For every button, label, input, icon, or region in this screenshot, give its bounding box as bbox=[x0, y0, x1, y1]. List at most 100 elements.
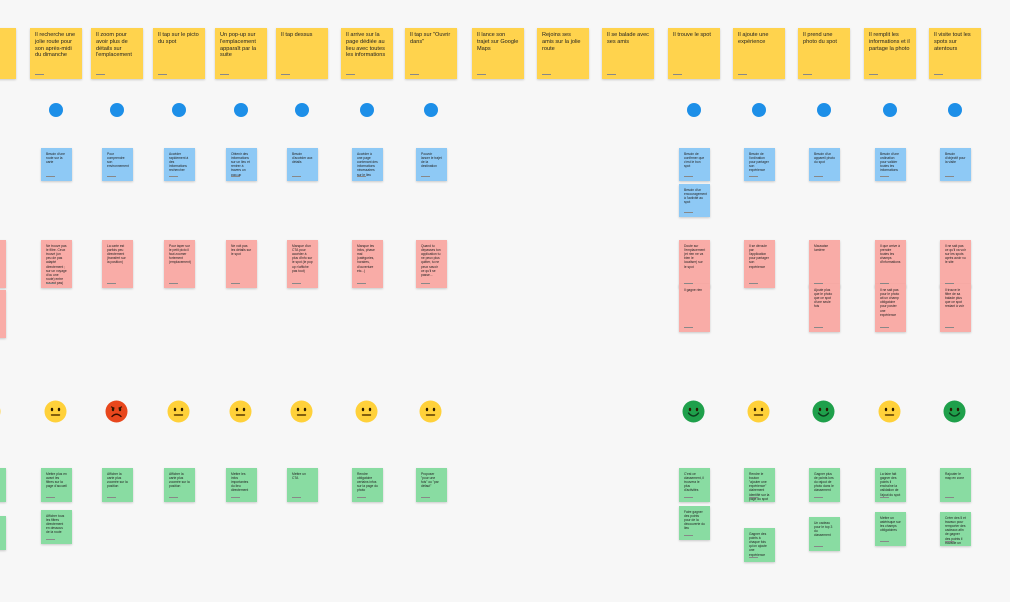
idea-note[interactable]: Proposer "pour une fois" ou "par défaut" bbox=[416, 468, 447, 502]
step-note-text: Un pop-up sur l'emplacement apparaît par… bbox=[220, 32, 257, 59]
note-author-line bbox=[158, 74, 167, 75]
idea-note-text: Gagner des points à chaque fois qu'on aj… bbox=[749, 532, 767, 557]
step-note[interactable]: Il zoom pour avoir plus de détails sur l… bbox=[91, 28, 143, 79]
step-note[interactable]: Il se balade avec ses amis bbox=[602, 28, 654, 79]
idea-note-text: Afficher la carte plus zoomée sur la pos… bbox=[169, 472, 190, 489]
pain-note[interactable]: Manque les infos, phase mal (catégories,… bbox=[352, 240, 383, 288]
pain-note[interactable]: Pour taper sur le petit picto il faut zo… bbox=[164, 240, 195, 288]
idea-note[interactable]: Mettre un astérisque sur les champs obli… bbox=[875, 512, 906, 546]
need-note[interactable]: Obtenir des informations sur un lieu et … bbox=[226, 148, 257, 181]
note-author-line bbox=[169, 497, 178, 498]
pain-note[interactable]: Mauvaise lumière bbox=[809, 240, 840, 288]
pain-note[interactable]: Manque d'un CTA pour accéder à plus d'in… bbox=[287, 240, 318, 288]
note-author-line bbox=[749, 497, 758, 498]
need-note[interactable]: Besoin d'une ordination pour valider tou… bbox=[875, 148, 906, 181]
pain-note[interactable]: La carte est parfois peu directement (tr… bbox=[102, 240, 133, 288]
need-note[interactable]: Besoin de l'ordination pour partager son… bbox=[744, 148, 775, 181]
pain-note[interactable]: Il trouve le filtre de sa balade plus qu… bbox=[940, 284, 971, 332]
need-note[interactable]: Pouvoir lancer le trajet de la destinati… bbox=[416, 148, 447, 181]
step-note[interactable]: Il tap sur le picto du spot bbox=[153, 28, 205, 79]
idea-note-text: Afficher tous les filtres directement en… bbox=[46, 514, 65, 535]
idea-note[interactable]: Rendre le bouton "ajouter une expérience… bbox=[744, 468, 775, 502]
pain-note[interactable]: Doute sur l'emplacement (et rien ne va b… bbox=[679, 240, 710, 288]
idea-note[interactable]: La faire fait gagner des points il encha… bbox=[875, 468, 906, 502]
step-note-text: Il arrive sur la page dédiée au lieu ave… bbox=[346, 32, 386, 59]
idea-note[interactable]: Mettre plus en avant les filtres sur la … bbox=[41, 468, 72, 502]
idea-note[interactable]: Afficher... bbox=[0, 516, 6, 550]
pain-note[interactable]: Il se déroule par l'application pour par… bbox=[744, 240, 775, 288]
note-author-line bbox=[96, 74, 105, 75]
need-note-text: Accéder rapidement à des informations re… bbox=[169, 152, 189, 173]
need-note[interactable]: Pour comprendre son environnement bbox=[102, 148, 133, 181]
step-note[interactable]: Il remplit les informations et il partag… bbox=[864, 28, 916, 79]
idea-note[interactable]: Rendre obligatoire certains infos sur la… bbox=[352, 468, 383, 502]
pain-note[interactable]: Quand tu dépasses ton application tu ne … bbox=[416, 240, 447, 288]
need-note[interactable]: Accéder à une page contenant des informa… bbox=[352, 148, 383, 181]
step-note[interactable]: Rejoins ses amis sur la jolie route bbox=[537, 28, 589, 79]
note-author-line bbox=[738, 74, 747, 75]
step-note[interactable]: Un pop-up sur l'emplacement apparaît par… bbox=[215, 28, 267, 79]
step-marker-dot bbox=[424, 103, 438, 117]
step-marker-dot bbox=[49, 103, 63, 117]
idea-note[interactable]: Mettre les infos importantes du lieu dir… bbox=[226, 468, 257, 502]
step-marker-dot bbox=[360, 103, 374, 117]
pain-note[interactable]: Il ne sait pas ce qu'il va voir sur les … bbox=[940, 240, 971, 288]
idea-note[interactable]: Afficher tous les filtres directement en… bbox=[41, 510, 72, 544]
step-note[interactable]: Il recherche une jolie route pour son ap… bbox=[30, 28, 82, 79]
note-author-line bbox=[749, 176, 758, 177]
need-note[interactable]: Accéder rapidement à des informations re… bbox=[164, 148, 195, 181]
step-note[interactable]: Il ajoute une expérience bbox=[733, 28, 785, 79]
idea-note[interactable]: Afficher la carte plus zoomée sur la pos… bbox=[102, 468, 133, 502]
note-author-line bbox=[945, 541, 954, 542]
idea-note[interactable]: Gagner des points à chaque fois qu'on aj… bbox=[744, 528, 775, 562]
pain-note-text: Quand tu dépasses ton application tu ne … bbox=[421, 244, 441, 277]
pain-note[interactable]: Il ne sait pas pour le photo ait un cham… bbox=[875, 284, 906, 332]
pain-note[interactable]: Ajoute plus que le photo que ce spot d'u… bbox=[809, 284, 840, 332]
need-note[interactable]: Besoin d'un appareil photo du spot bbox=[809, 148, 840, 181]
pain-note[interactable]: Ne trouve pas le filtre. Ceux trouvé (un… bbox=[41, 240, 72, 288]
step-note[interactable]: Il visite tout les spots sur atentours bbox=[929, 28, 981, 79]
step-note[interactable] bbox=[0, 28, 16, 79]
need-note-text: Besoin d'une route sur la carte bbox=[46, 152, 65, 165]
pain-note-text: Il ne trouve pas de... bbox=[0, 244, 1, 252]
need-note-text: Pour comprendre son environnement bbox=[107, 152, 129, 169]
step-note[interactable]: Il tap sur "Ouvrir dans" bbox=[405, 28, 457, 79]
pain-note[interactable]: Il a du mal... bbox=[0, 290, 6, 338]
pain-note[interactable]: Il gagne rien bbox=[679, 284, 710, 332]
idea-note[interactable]: Créer des 5 et travaux pour remporter de… bbox=[940, 512, 971, 546]
idea-note[interactable]: Afficher la carte plus zoomée sur la pos… bbox=[164, 468, 195, 502]
step-note[interactable]: Il arrive sur la page dédiée au lieu ave… bbox=[341, 28, 393, 79]
pain-note-text: Il ne sait pas ce qu'il va voir sur les … bbox=[945, 244, 966, 265]
step-note[interactable]: Il tap dessus bbox=[276, 28, 328, 79]
idea-note[interactable]: Rajouter le map en zone bbox=[940, 468, 971, 502]
need-note[interactable]: Besoin d'un encouragement à l'activité a… bbox=[679, 184, 710, 217]
need-note[interactable]: Besoin d'objectif pour la visite bbox=[940, 148, 971, 181]
note-author-line bbox=[169, 283, 178, 284]
note-author-line bbox=[880, 541, 889, 542]
note-author-line bbox=[231, 283, 240, 284]
need-note[interactable]: Besoin de confirmer que c'est le bon spo… bbox=[679, 148, 710, 181]
note-author-line bbox=[945, 497, 954, 498]
idea-note[interactable]: Gagner plus de points lors du rajout de … bbox=[809, 468, 840, 502]
pain-note[interactable]: Ne voit pas les détails sur le spot bbox=[226, 240, 257, 288]
idea-note[interactable]: Faire gagner des points pour de la décou… bbox=[679, 506, 710, 540]
need-note-text: Accéder à une page contenant des informa… bbox=[357, 152, 378, 177]
step-marker-dot bbox=[295, 103, 309, 117]
pain-note[interactable]: Il ne trouve pas de... bbox=[0, 240, 6, 288]
idea-note[interactable]: Un cadeau pour le top 3 du classement bbox=[809, 517, 840, 551]
note-author-line bbox=[814, 546, 823, 547]
step-note[interactable]: Il lance son trajet sur Google Maps bbox=[472, 28, 524, 79]
note-author-line bbox=[684, 176, 693, 177]
step-note[interactable]: Il prend une photo du spot bbox=[798, 28, 850, 79]
need-note[interactable]: Besoin d'une route sur la carte bbox=[41, 148, 72, 181]
need-note[interactable]: Besoin d'accéder aux détails bbox=[287, 148, 318, 181]
note-author-line bbox=[421, 283, 430, 284]
pain-note[interactable]: Il que arrive à prendre toutes les champ… bbox=[875, 240, 906, 288]
happy-face-icon bbox=[943, 400, 966, 423]
happy-face-icon bbox=[812, 400, 835, 423]
idea-note[interactable]: C'est ce classement, il trouvera le plus… bbox=[679, 468, 710, 502]
step-note[interactable]: Il trouve le spot bbox=[668, 28, 720, 79]
idea-note[interactable]: Mettre un CTA bbox=[287, 468, 318, 502]
note-author-line bbox=[684, 535, 693, 536]
idea-note[interactable]: Ajouter... bbox=[0, 468, 6, 502]
